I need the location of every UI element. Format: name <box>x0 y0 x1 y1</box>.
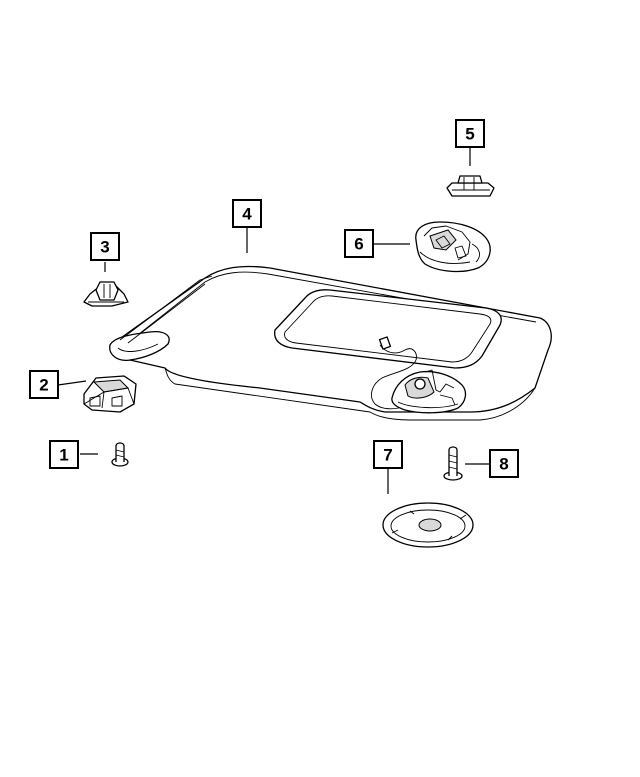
retainer-clip-part[interactable] <box>83 281 129 307</box>
screw-short-part[interactable] <box>111 442 129 467</box>
callout-label: 3 <box>100 238 109 257</box>
clip-bracket-part[interactable] <box>83 375 137 413</box>
callout-label: 4 <box>242 205 252 224</box>
callout-8[interactable]: 8 <box>489 449 519 478</box>
callout-label: 2 <box>39 376 48 395</box>
callout-label: 1 <box>59 446 68 465</box>
callout-7[interactable]: 7 <box>373 440 403 469</box>
visor-mount-part[interactable] <box>415 221 491 273</box>
escutcheon-cover-part[interactable] <box>382 502 474 548</box>
callout-label: 7 <box>383 446 392 465</box>
callout-5[interactable]: 5 <box>455 119 485 148</box>
screw-long-part[interactable] <box>443 446 463 481</box>
leader-2 <box>57 380 87 386</box>
callout-6[interactable]: 6 <box>344 229 374 258</box>
sun-visor-part[interactable] <box>109 265 552 421</box>
callout-label: 5 <box>465 125 474 144</box>
callout-4[interactable]: 4 <box>232 199 262 228</box>
callout-label: 6 <box>354 235 363 254</box>
callout-3[interactable]: 3 <box>90 232 120 261</box>
callout-label: 8 <box>499 455 508 474</box>
leader-lines <box>57 148 490 494</box>
callout-2[interactable]: 2 <box>29 370 59 399</box>
end-clip-part[interactable] <box>446 175 495 197</box>
callout-1[interactable]: 1 <box>49 440 79 469</box>
